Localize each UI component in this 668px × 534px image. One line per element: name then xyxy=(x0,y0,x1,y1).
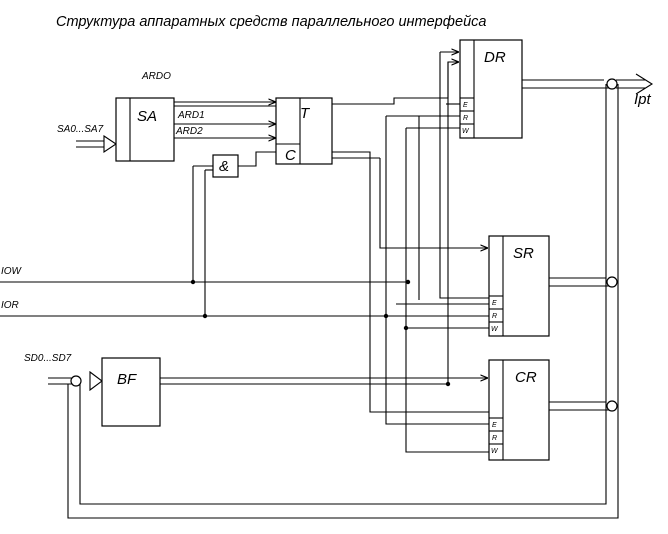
diagram-title: Структура аппаратных средств параллельно… xyxy=(56,14,486,30)
ardo-label: ARDO xyxy=(141,71,171,82)
iow-label: IOW xyxy=(1,266,23,277)
dr-register: DR E R W xyxy=(459,39,523,139)
dr-port-w: W xyxy=(462,128,470,135)
bf-label: BF xyxy=(117,371,137,388)
ard2-label: ARD2 xyxy=(175,126,203,137)
cr-port-w: W xyxy=(491,448,499,455)
ard1-label: ARD1 xyxy=(177,110,205,121)
sa-block: SA xyxy=(115,97,175,162)
junctions xyxy=(70,78,618,412)
output-label: Ipt xyxy=(634,91,652,108)
dr-port-e: E xyxy=(463,102,468,109)
sr-port-w: W xyxy=(491,326,499,333)
data-bus-label: SD0...SD7 xyxy=(24,353,72,364)
ior-label: IOR xyxy=(1,300,19,311)
dr-label: DR xyxy=(484,49,506,66)
cr-port-e: E xyxy=(492,422,497,429)
sr-label: SR xyxy=(513,245,534,262)
signal-labels: ARDO ARD1 ARD2 SA0...SA7 IOW IOR SD0...S… xyxy=(1,71,652,364)
address-bus-label: SA0...SA7 xyxy=(57,124,104,135)
t-label: T xyxy=(300,105,311,122)
t-clock-label: C xyxy=(285,147,296,164)
bf-block: BF xyxy=(101,357,161,427)
t-block: T C xyxy=(275,97,333,165)
sr-port-r: R xyxy=(492,313,497,320)
and-gate: & xyxy=(212,154,239,178)
sa-label: SA xyxy=(137,108,157,125)
wires xyxy=(0,52,654,519)
cr-label: CR xyxy=(515,369,537,386)
and-label: & xyxy=(219,158,229,175)
sr-register: SR E R W xyxy=(488,235,550,337)
cr-register: CR E R W xyxy=(488,359,550,461)
sr-port-e: E xyxy=(492,300,497,307)
dr-port-r: R xyxy=(463,115,468,122)
cr-port-r: R xyxy=(492,435,497,442)
